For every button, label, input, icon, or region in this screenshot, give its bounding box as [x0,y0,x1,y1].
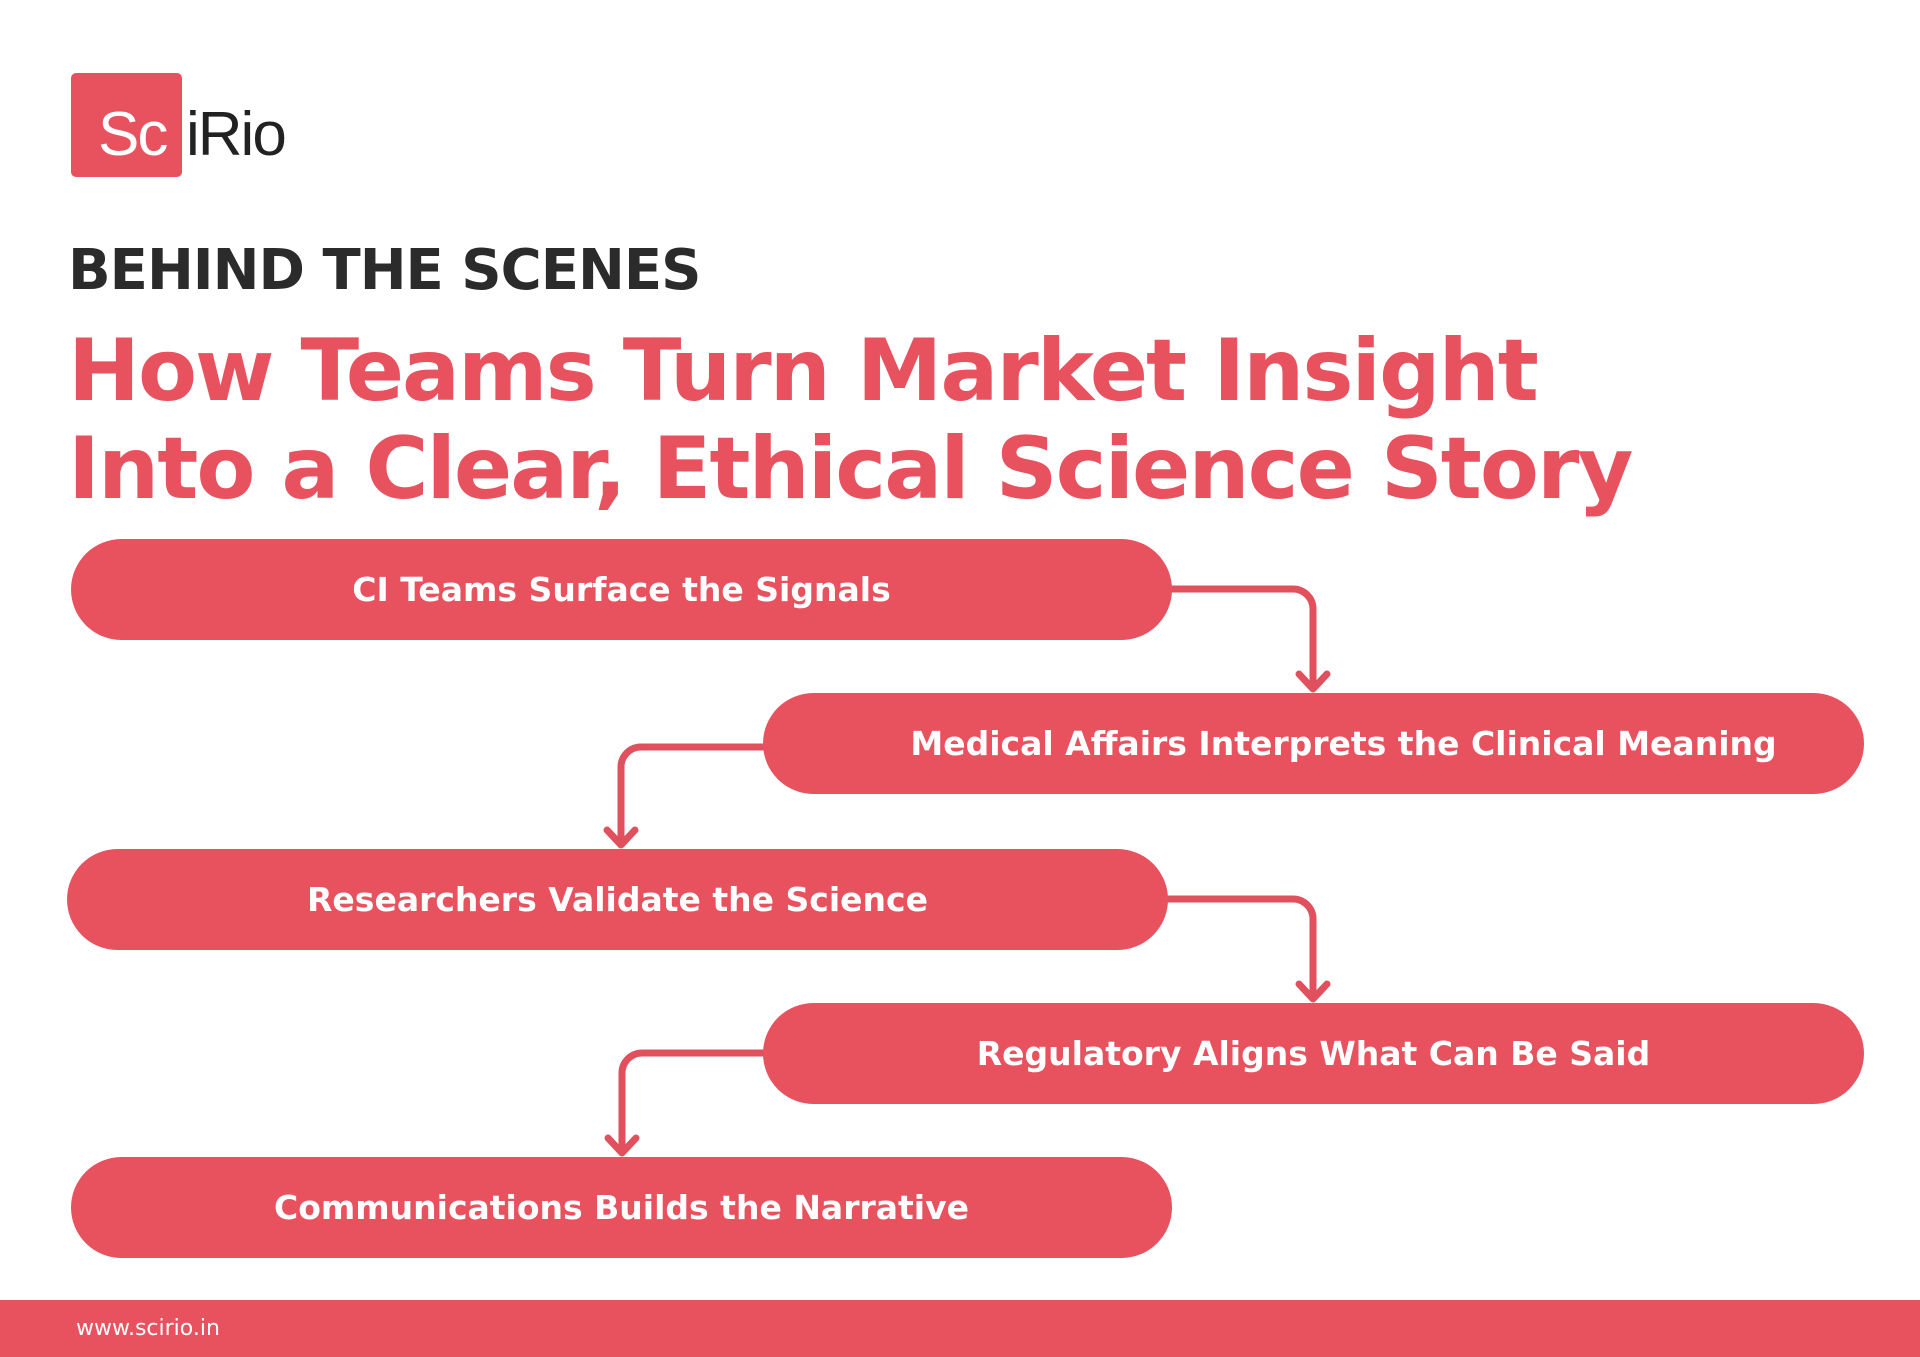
step-5-pill: Communications Builds the Narrative [71,1157,1172,1258]
logo-text-irio: iRio [186,100,287,169]
step-2-label: Medical Affairs Interprets the Clinical … [910,724,1777,763]
connector-4-5 [604,1049,774,1157]
logo-box [71,73,182,177]
step-3-pill: Researchers Validate the Science [67,849,1168,950]
kicker-heading: BEHIND THE SCENES [68,238,701,303]
step-1-label: CI Teams Surface the Signals [352,570,891,609]
step-3-label: Researchers Validate the Science [307,880,928,919]
connector-2-3 [603,743,774,849]
step-4-pill: Regulatory Aligns What Can Be Said [763,1003,1864,1104]
title-line-2: Into a Clear, Ethical Science Story [68,419,1633,519]
footer-url[interactable]: www.scirio.in [76,1316,220,1341]
step-4-label: Regulatory Aligns What Can Be Said [976,1034,1651,1073]
footer-bar: www.scirio.in [0,1300,1920,1357]
logo-text-sc: Sc [98,100,168,169]
step-1-pill: CI Teams Surface the Signals [71,539,1172,640]
connector-1-2 [1161,585,1331,693]
step-2-pill: Medical Affairs Interprets the Clinical … [763,693,1864,794]
page-title: How Teams Turn Market Insight Into a Cle… [68,321,1633,519]
title-line-1: How Teams Turn Market Insight [68,321,1539,421]
step-5-label: Communications Builds the Narrative [273,1188,969,1227]
connector-3-4 [1158,895,1331,1003]
